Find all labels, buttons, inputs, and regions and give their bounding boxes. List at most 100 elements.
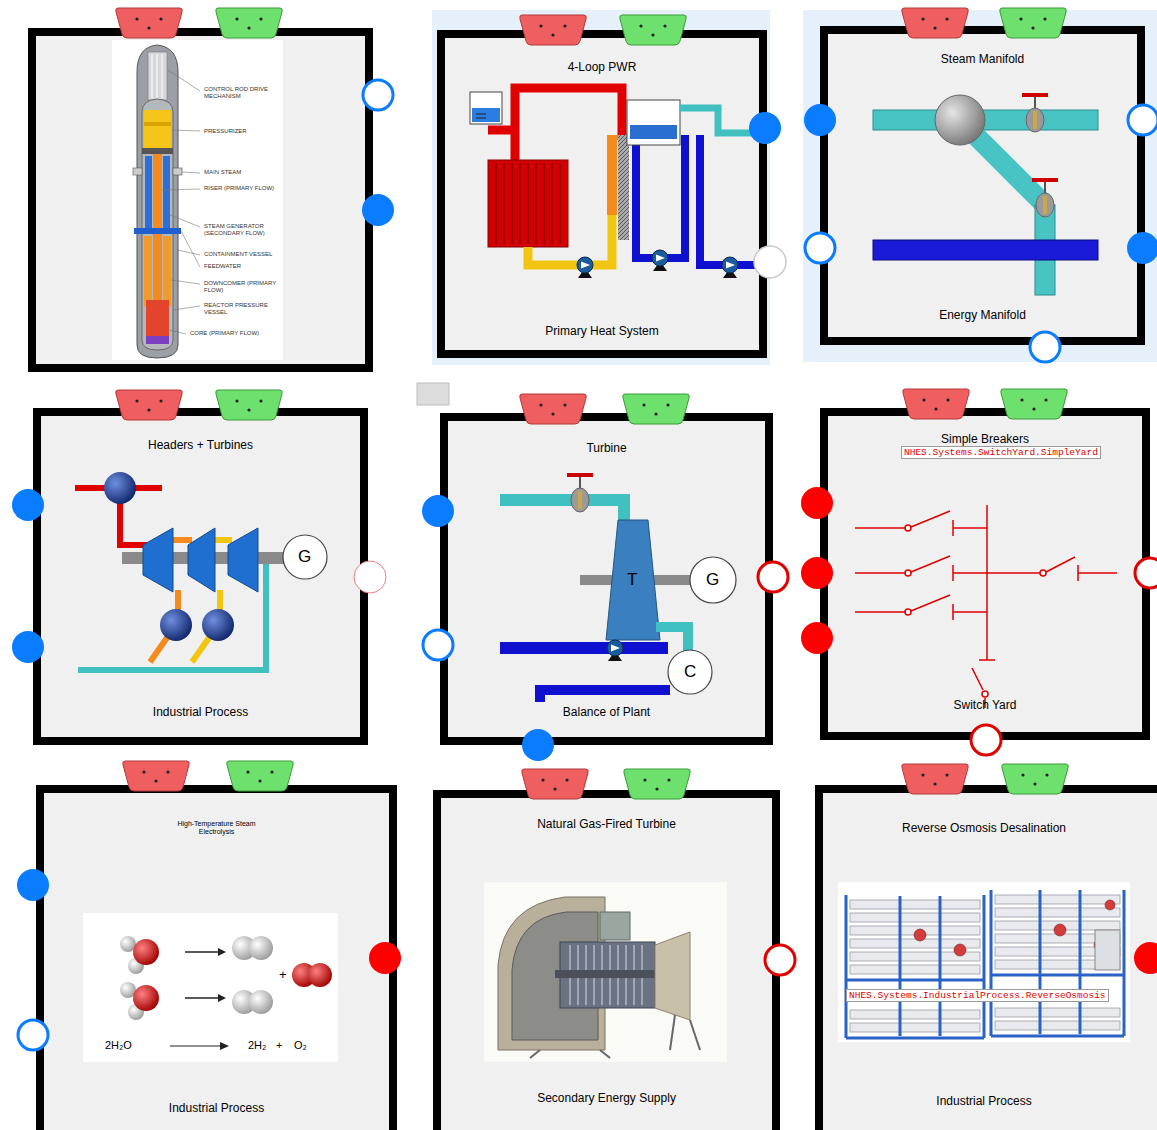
pwr-illustration-part [528,210,612,265]
fluid-ports-part [749,112,781,144]
pwr-illustration-part [476,114,486,115]
switchyard-illustration-part [855,556,1117,581]
reactor-module-illustration-part [133,168,142,175]
reactor-module-illustration-part [144,122,171,126]
pwr-illustration-part [496,163,560,244]
reverse-osmosis-illustration-part-part [995,1021,1120,1030]
callout-label: RISER (PRIMARY FLOW) [204,185,282,192]
callout-label: REACTOR PRESSURE VESSEL [204,302,282,316]
icon-heading: Headers + Turbines [148,438,253,452]
reverse-osmosis-illustration-part-part [914,929,926,941]
electrolysis-illustration-part [133,939,159,965]
pwr-illustration-part [476,118,486,119]
callout-label: CONTAINMENT VESSEL [204,251,282,258]
panel-frames-part [824,412,1146,736]
connector-tabs-part [216,8,283,38]
switchyard-illustration-part [855,511,987,536]
pwr-illustration-part [627,100,680,145]
fluid-ports-part [804,104,836,136]
switchyard-illustration-part [855,595,987,620]
connector-tabs-part [902,764,969,794]
symbol-label: G [706,570,719,590]
label-holder: CORE (PRIMARY FLOW) [190,330,268,337]
connector-tabs-part [216,390,283,420]
electrolysis-illustration-part [220,1042,229,1050]
fluid-ports-part [18,1020,48,1050]
reverse-osmosis-illustration-part-part [995,908,1120,917]
reverse-osmosis-illustration-part-part [850,913,980,922]
icon-heading: High-Temperature Steam Electrolysis [172,820,262,837]
pwr-illustration-part [607,135,617,215]
reactor-module-illustration-part-part [173,306,200,310]
power-ports-part [801,622,833,654]
symbol-label: C [684,662,696,682]
reverse-osmosis-illustration-part [838,882,1130,1042]
electrolysis-illustration-part [249,936,273,960]
pwr-illustration-part [472,108,500,122]
label-holder: REACTOR PRESSURE VESSEL [204,302,282,316]
panel-grounds-part [803,10,1157,362]
symbol-label: G [298,547,311,567]
gas-turbine-illustration-part [484,882,727,1062]
symbol-label: T [627,570,637,590]
connector-tabs-part [116,8,183,38]
component-icon: Steam ManifoldEnergy Manifold [828,34,1137,337]
pwr-illustration-part [488,88,622,165]
reverse-osmosis-illustration-part-part [846,895,984,1038]
electrolysis-illustration [83,913,338,1062]
reactor-module-illustration-part [144,110,171,148]
reactor-module-illustration-part [142,148,173,154]
fluid-ports-part [12,631,44,663]
switchyard-illustration-part [982,691,988,697]
component-icon: Simple BreakersSwitch Yard [828,416,1142,732]
label-holder: + [279,967,287,983]
panel-frames-part [40,789,393,1130]
label-holder: T [627,570,637,590]
connector-tabs-part [623,394,690,424]
label-holder: O₂ [294,1039,307,1052]
gas-turbine-illustration-part [600,912,630,940]
panel-grounds-part [432,10,770,365]
component-icon: Natural Gas-Fired TurbineSecondary Energ… [441,798,772,1130]
reverse-osmosis-illustration-part-part [995,895,1120,904]
reactor-module-illustration-part-part [168,70,200,91]
reverse-osmosis-illustration-part-part [1054,924,1066,936]
reactor-module-illustration-part-part [170,215,200,227]
pwr-illustration-part-part [543,163,545,244]
power-ports-part [354,561,386,593]
fluid-ports [12,80,1157,1050]
manifold-illustration-part [1032,180,1058,217]
electrolysis-illustration-part [133,985,159,1011]
connector-tabs-part [902,8,969,38]
gas-turbine-illustration-part-part [530,1050,540,1058]
class-path-label: NHES.Systems.IndustrialProcess.ReverseOs… [846,989,1109,1002]
connector-tabs-part [227,761,294,791]
connector-tabs-part [1000,8,1067,38]
callout-label: PRESSURIZER [204,128,282,135]
electrolysis-illustration-part [170,1045,222,1046]
connector-tabs-part [116,390,183,420]
callout-label: DOWNCOMER (PRIMARY FLOW) [204,280,282,294]
label-holder: + [276,1039,282,1052]
pwr-illustration-part-part [503,163,505,244]
icon-heading: Turbine [586,441,626,455]
icon-heading: 4-Loop PWR [568,60,637,74]
headers-turbines-illustration-part [214,537,232,543]
connector-tabs-part [1002,764,1069,794]
reactor-module-illustration [112,40,283,360]
power-ports-part [1134,942,1157,974]
gas-turbine-illustration-part [555,970,665,978]
reverse-osmosis-illustration-part-part [850,965,980,974]
reactor-module-illustration-part [134,228,181,234]
icon-caption: Industrial Process [169,1101,264,1115]
power-ports [354,487,1157,975]
panel-frames-part [444,417,769,741]
fluid-ports-part [522,729,554,761]
reactor-module-illustration-part [146,300,169,338]
label-holder: FEEDWATER [204,263,282,270]
icon-caption: Primary Heat System [545,324,658,338]
symbol-label: + [276,1039,282,1052]
label-holder: NHES.Systems.IndustrialProcess.ReverseOs… [846,989,1109,1002]
gas-turbine-illustration-part-part [690,1020,700,1050]
power-ports-part [758,562,788,592]
